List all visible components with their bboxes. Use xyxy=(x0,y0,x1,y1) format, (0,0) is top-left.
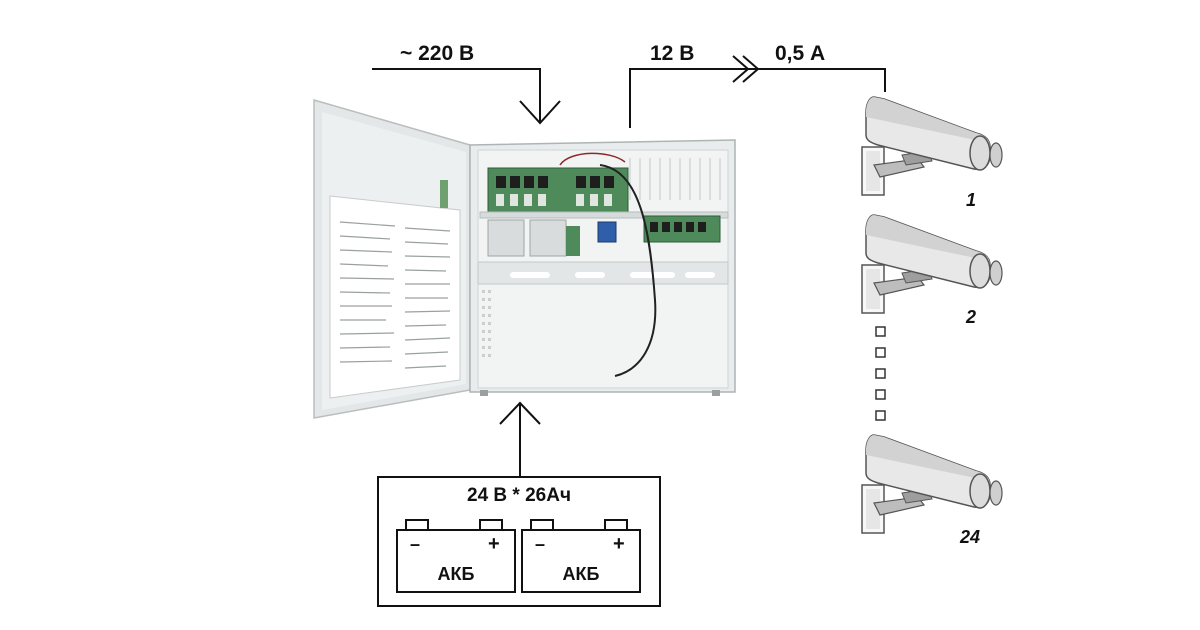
battery-label: АКБ xyxy=(563,564,600,584)
battery-minus-terminal: – xyxy=(410,534,420,554)
camera-1: 1 xyxy=(861,96,1003,210)
battery-arrow xyxy=(499,401,541,476)
power-supply-cabinet xyxy=(313,99,736,419)
mains-input-label: ~ 220 В xyxy=(400,42,474,65)
battery-minus-terminal: – xyxy=(535,534,545,554)
cable xyxy=(599,164,657,377)
battery-1: – + АКБ xyxy=(396,519,516,593)
camera-2: 2 xyxy=(861,214,1003,327)
battery-2: – + АКБ xyxy=(521,519,641,593)
camera-icon xyxy=(861,214,1003,314)
circuit-board-main xyxy=(487,167,629,213)
battery-plus-terminal: + xyxy=(488,533,500,555)
battery-label: АКБ xyxy=(438,564,475,584)
mains-arrow xyxy=(372,68,561,125)
camera-icon xyxy=(861,434,1003,534)
door-latch xyxy=(440,180,448,208)
instruction-sheet xyxy=(329,195,461,399)
output-line xyxy=(629,55,886,128)
battery-plus-terminal: + xyxy=(613,533,625,555)
output-current-label: 0,5 А xyxy=(775,42,825,65)
output-voltage-label: 12 В xyxy=(650,42,694,65)
battery-spec-label: 24 В * 26Ач xyxy=(467,485,571,506)
transformers xyxy=(487,219,617,257)
battery-box: 24 В * 26Ач – + АКБ – + АКБ xyxy=(377,476,661,607)
camera-icon xyxy=(861,96,1003,196)
camera-24: 24 xyxy=(861,434,1003,547)
circuit-board-outputs xyxy=(643,215,721,243)
camera-number: 2 xyxy=(965,307,976,327)
continuation-dots xyxy=(875,326,886,421)
camera-number: 1 xyxy=(966,190,976,210)
camera-number: 24 xyxy=(959,527,980,547)
